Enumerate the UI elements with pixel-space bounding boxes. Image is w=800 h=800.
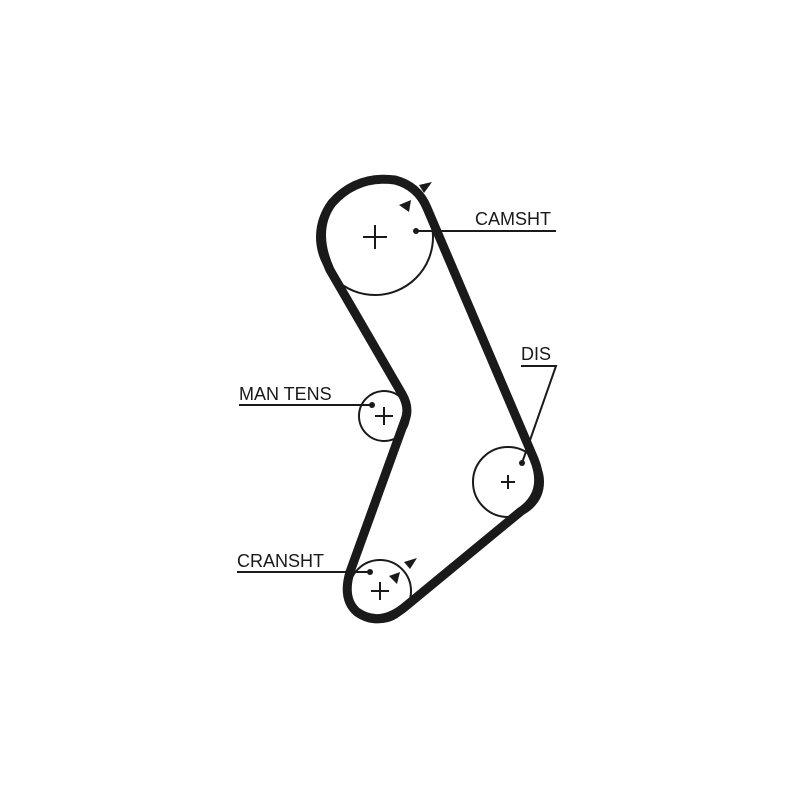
camshaft-timing-mark-icon (399, 200, 411, 212)
camshaft-center-cross (363, 225, 387, 249)
crankshaft-center-cross (371, 582, 389, 600)
camshaft-timing-mark-icon (419, 182, 432, 193)
crankshaft-label: CRANSHT (237, 551, 324, 571)
crankshaft-timing-mark-icon (389, 572, 400, 584)
distributor-leader-line (521, 365, 558, 464)
distributor-label: DIS (521, 344, 551, 364)
camshaft-label: CAMSHT (475, 209, 551, 229)
distributor-center-cross (501, 475, 515, 489)
tensioner-center-cross (375, 407, 393, 425)
timing-belt (317, 174, 544, 624)
crankshaft-timing-mark-icon (404, 558, 417, 569)
manual-tensioner-label: MAN TENS (239, 384, 332, 404)
